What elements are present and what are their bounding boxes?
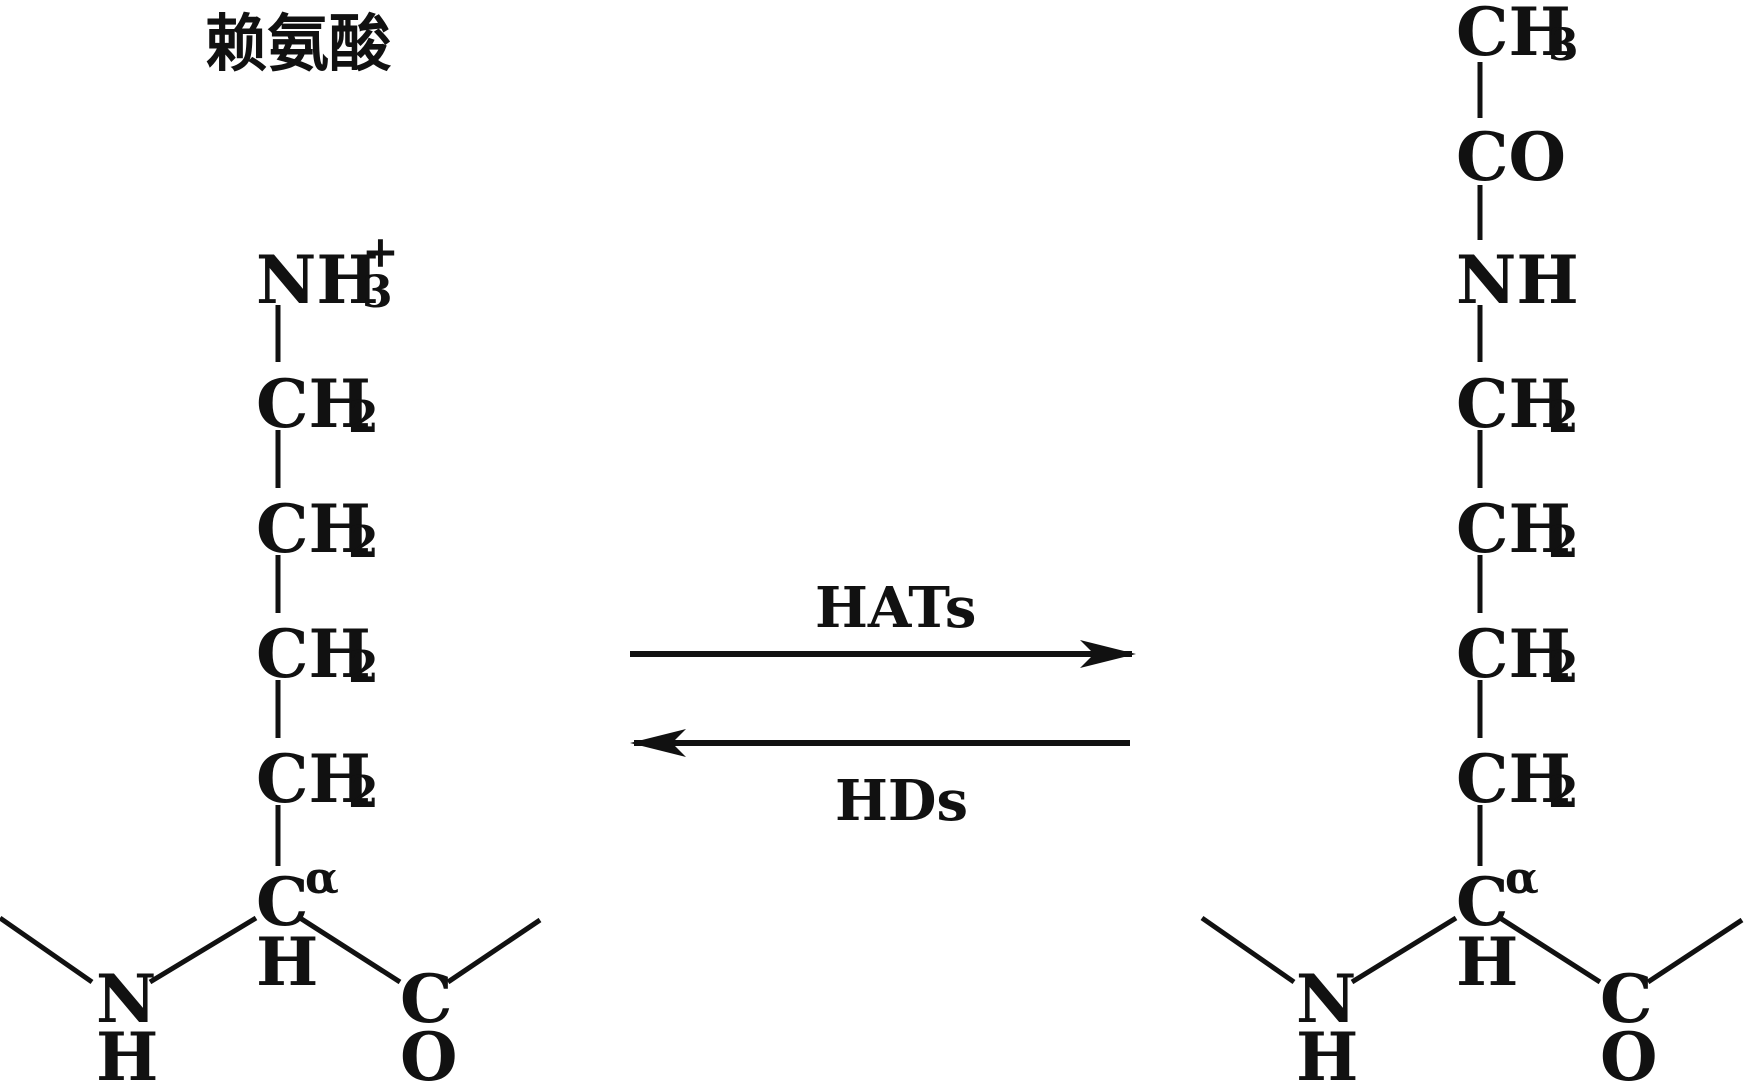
acetyl-methyl-sub: 3 [1548, 20, 1579, 71]
bond [298, 915, 402, 985]
acetyl-alpha-hydrogen: H [1456, 923, 1518, 1001]
lysine-amine-group: NH [256, 241, 379, 319]
acetyl-ch2-3: CH [1456, 615, 1571, 693]
acetyl-amide-group: NH [1456, 241, 1579, 319]
lysine-backbone-carbon: C [400, 960, 453, 1038]
lysine-backbone-oxygen: O [400, 1018, 458, 1082]
lysine-ch2-4-sub: 2 [348, 767, 379, 818]
reverse-arrowhead [630, 729, 686, 757]
bond [1646, 917, 1744, 985]
lysine-alpha-label: α [305, 853, 339, 904]
bond [1200, 915, 1296, 985]
lysine-ch2-3-sub: 2 [348, 642, 379, 693]
lysine-ch2-3: CH [256, 615, 371, 693]
lysine-alpha-carbon: C [256, 863, 309, 941]
bond [446, 917, 542, 985]
acetyl-carbonyl-group: CO [1456, 118, 1566, 196]
acetyl-ch2-3-sub: 2 [1548, 642, 1579, 693]
lysine-structure: NH + 3 CH 2 CH 2 CH 2 CH 2 C α H N H C O [0, 227, 542, 1087]
lysine-ch2-4: CH [256, 740, 371, 818]
acetyl-backbone-nh: H [1296, 1018, 1358, 1082]
acetyl-methyl-group: CH [1456, 0, 1571, 71]
acetyl-ch2-1-sub: 2 [1548, 392, 1579, 443]
bond [1350, 915, 1458, 985]
acetyl-ch2-4-sub: 2 [1548, 767, 1579, 818]
lysine-alpha-hydrogen: H [256, 923, 318, 1001]
molecule-title: 赖氨酸 [205, 7, 392, 80]
forward-enzyme-label: HATs [815, 575, 976, 641]
acetyl-ch2-1: CH [1456, 365, 1571, 443]
acetyl-backbone-oxygen: O [1600, 1018, 1658, 1082]
forward-arrowhead [1080, 640, 1136, 668]
acetyl-alpha-label: α [1505, 853, 1539, 904]
lysine-ch2-2: CH [256, 490, 371, 568]
bond [0, 915, 94, 985]
lysine-backbone-nitrogen: N [96, 960, 156, 1038]
reverse-enzyme-label: HDs [835, 768, 968, 834]
acetyl-backbone-carbon: C [1600, 960, 1653, 1038]
lysine-ch2-1-sub: 2 [348, 392, 379, 443]
acetyl-lysine-structure: CH 3 CO NH CH 2 CH 2 CH 2 CH 2 C α H N H… [1200, 0, 1744, 1087]
acetyl-ch2-2-sub: 2 [1548, 517, 1579, 568]
lysine-ch2-2-sub: 2 [348, 517, 379, 568]
acetyl-ch2-2: CH [1456, 490, 1571, 568]
lysine-ch2-1: CH [256, 365, 371, 443]
acetyl-alpha-carbon: C [1456, 863, 1509, 941]
acetyl-backbone-nitrogen: N [1296, 960, 1356, 1038]
lysine-backbone-nh: H [96, 1018, 158, 1082]
bond [148, 915, 258, 985]
lysine-amine-charge: + [362, 227, 399, 278]
acetyl-ch2-4: CH [1456, 740, 1571, 818]
lysine-amine-subscript: 3 [362, 267, 393, 318]
equilibrium-arrows: HATs HDs [630, 575, 1136, 834]
bond [1498, 915, 1602, 985]
